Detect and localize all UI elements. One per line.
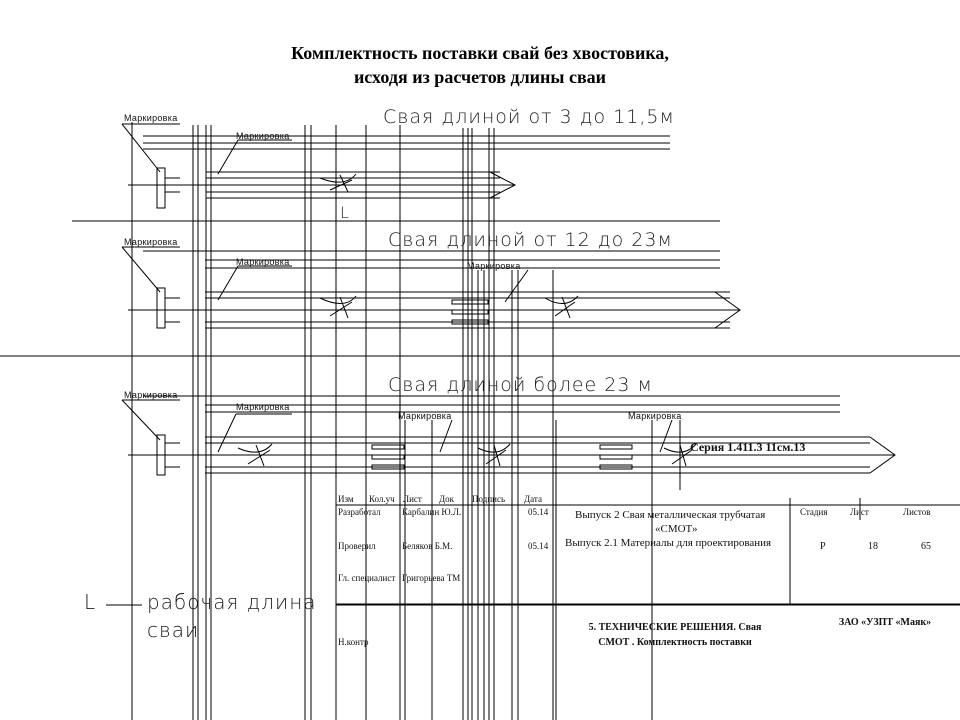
tb-name-checker: Беляков Б.М.: [402, 541, 453, 551]
marking-label: Маркировка: [398, 411, 452, 421]
tb-sheet-label: Лист: [850, 507, 869, 517]
marking-label: Маркировка: [236, 131, 290, 141]
tb-header-izm: Изм: [338, 494, 354, 504]
marking-label: Маркировка: [124, 113, 178, 123]
tb-section-title-line2: СМОТ . Комплектность поставки: [598, 637, 752, 648]
tb-section-title-line1: 5. ТЕХНИЧЕСКИЕ РЕШЕНИЯ. Свая: [588, 622, 762, 633]
tb-date-checker: 05.14: [528, 541, 549, 551]
tb-header-list: Лист: [403, 494, 422, 504]
tb-header-podpis: Подпись: [472, 494, 506, 504]
tb-header-kol: Кол.уч: [369, 494, 395, 504]
legend-text-working-length: рабочая длина: [147, 590, 317, 614]
legend-text-pile: сваи: [147, 618, 200, 642]
tb-role-normcontrol: Н.контр: [338, 637, 369, 647]
tb-stage-value: Р: [820, 541, 826, 552]
section-heading-medium-pile: Свая длиной от 12 до 23м: [388, 229, 673, 251]
marking-label: Маркировка: [236, 257, 290, 267]
tb-sheets-value: 65: [921, 541, 931, 552]
tb-sheets-label: Листов: [903, 507, 931, 517]
tb-company: ЗАО «УЗПТ «Маяк»: [838, 617, 932, 628]
tb-header-data: Дата: [524, 494, 542, 504]
marking-label: Маркировка: [236, 402, 290, 412]
tb-role-checker: Проверил: [338, 541, 376, 551]
marking-label: Маркировка: [124, 237, 178, 247]
length-symbol: L: [340, 203, 350, 222]
tb-header-dok: Док: [439, 494, 455, 504]
marking-label: Маркировка: [628, 411, 682, 421]
page-title-line2: исходя из расчетов длины сваи: [353, 67, 607, 87]
section-heading-short-pile: Свая длиной от 3 до 11,5м: [383, 106, 675, 128]
page-title-line1: Комплектность поставки свай без хвостови…: [291, 43, 669, 63]
tb-name-developer: Карбалин Ю.Л.: [402, 507, 462, 517]
tb-stage-label: Стадия: [800, 507, 828, 517]
tb-role-chief: Гл. специалист: [338, 573, 396, 583]
tb-name-chief: Григорьева ТМ: [402, 573, 461, 583]
tb-description-line1: Выпуск 2 Свая металлическая трубчатая: [575, 509, 766, 521]
marking-label: Маркировка: [124, 390, 178, 400]
marking-label: Маркировка: [467, 261, 521, 271]
tb-description-line2: «СМОТ»: [655, 523, 698, 535]
series-label: Серия 1.411.3 11см.13: [690, 440, 806, 454]
tb-sheet-value: 18: [868, 541, 878, 552]
legend-length-symbol: L: [84, 590, 97, 614]
tb-role-developer: Разработал: [338, 507, 381, 517]
tb-description-line3: Выпуск 2.1 Материалы для проектирования: [565, 537, 772, 549]
section-heading-long-pile: Свая длиной более 23 м: [388, 374, 653, 396]
tb-date-developer: 05.14: [528, 507, 549, 517]
